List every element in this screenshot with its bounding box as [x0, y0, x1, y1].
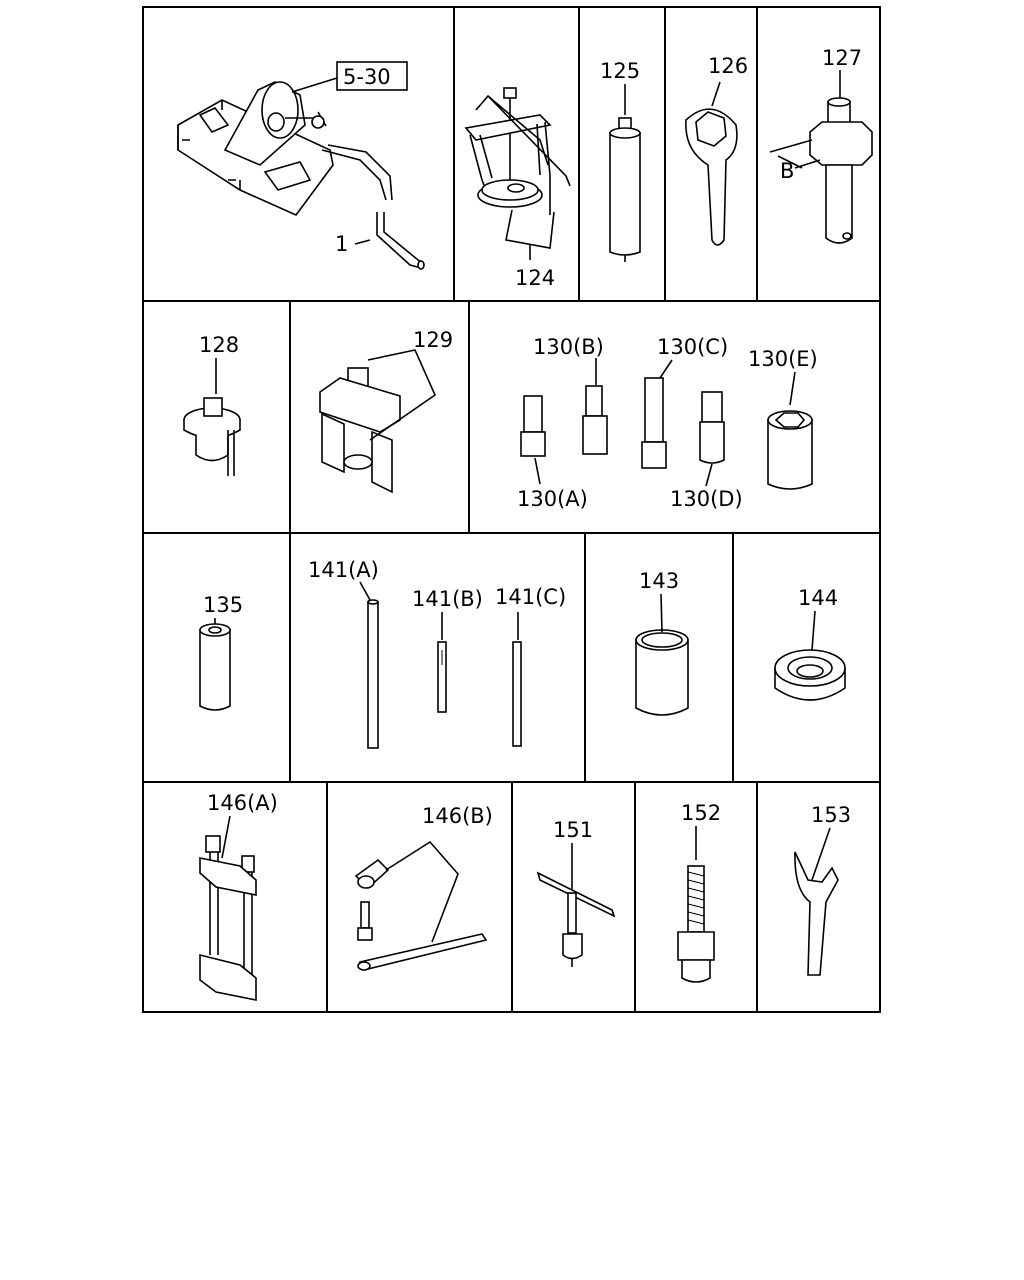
pin-141b-illustration: [437, 641, 447, 713]
leader-line: [359, 581, 371, 601]
callout-135: 135: [203, 593, 243, 617]
callout-144: 144: [798, 586, 838, 610]
callout-130c: 130(C): [657, 335, 728, 359]
callout-128: 128: [199, 333, 239, 357]
callout-141c: 141(C): [495, 585, 566, 609]
callout-1: 1: [335, 232, 348, 256]
leader-line: [705, 463, 713, 487]
ref-box-5-30: [291, 61, 408, 93]
callout-153: 153: [811, 803, 851, 827]
wrench-153-illustration: [794, 851, 839, 976]
tool-135-illustration: [199, 623, 231, 711]
leader-line: [534, 457, 541, 485]
socket-130d-illustration: [699, 391, 725, 464]
callout-125: 125: [600, 59, 640, 83]
callout-141b: 141(B): [412, 587, 483, 611]
puller-124-illustration: [464, 87, 571, 249]
callout-130b: 130(B): [533, 335, 604, 359]
callout-152: 152: [681, 801, 721, 825]
tool-128-illustration: [183, 397, 241, 476]
tool-127-illustration: [769, 97, 873, 244]
leader-line: [789, 371, 796, 406]
crank-handle-illustration: [376, 212, 425, 270]
pin-141c-illustration: [512, 641, 522, 747]
callout-127: 127: [822, 46, 862, 70]
leader-line: [711, 81, 721, 107]
pin-141a-illustration: [367, 599, 379, 749]
callout-130e: 130(E): [748, 347, 818, 371]
socket-130e-illustration: [767, 410, 813, 490]
tool-129-illustration: [319, 367, 401, 494]
tool-125-illustration: [609, 117, 641, 262]
ring-144-illustration: [774, 649, 846, 701]
leader-line: [221, 815, 231, 859]
callout-146b: 146(B): [422, 804, 493, 828]
leader-line: [660, 593, 663, 633]
tool-152-illustration: [677, 865, 715, 983]
leader-line: [385, 840, 459, 943]
callout-130d: 130(D): [670, 487, 743, 511]
leader-line: [659, 359, 673, 379]
tool-146a-illustration: [199, 835, 257, 1001]
callout-5-30: 5-30: [343, 65, 391, 89]
callout-126: 126: [708, 54, 748, 78]
callout-143: 143: [639, 569, 679, 593]
winch-assembly-illustration: [177, 81, 393, 216]
leader-line: [811, 610, 816, 651]
callout-124: 124: [515, 266, 555, 290]
tool-146b-illustration: [354, 858, 488, 971]
callout-146a: 146(A): [207, 791, 278, 815]
leader-line: [811, 827, 831, 881]
diagram-grid: [142, 6, 881, 1013]
callout-141a: 141(A): [308, 558, 379, 582]
callout-dimension-b: B: [780, 159, 794, 183]
wrench-126-illustration: [685, 108, 738, 246]
leader-line: [354, 239, 371, 245]
callout-151: 151: [553, 818, 593, 842]
leader-line: [367, 349, 437, 441]
t-handle-151-illustration: [536, 871, 616, 967]
socket-130b-illustration: [582, 385, 608, 455]
callout-129: 129: [413, 328, 453, 352]
socket-130c-illustration: [641, 377, 667, 469]
socket-130a-illustration: [520, 395, 546, 457]
callout-130a: 130(A): [517, 487, 588, 511]
sleeve-143-illustration: [635, 629, 689, 716]
